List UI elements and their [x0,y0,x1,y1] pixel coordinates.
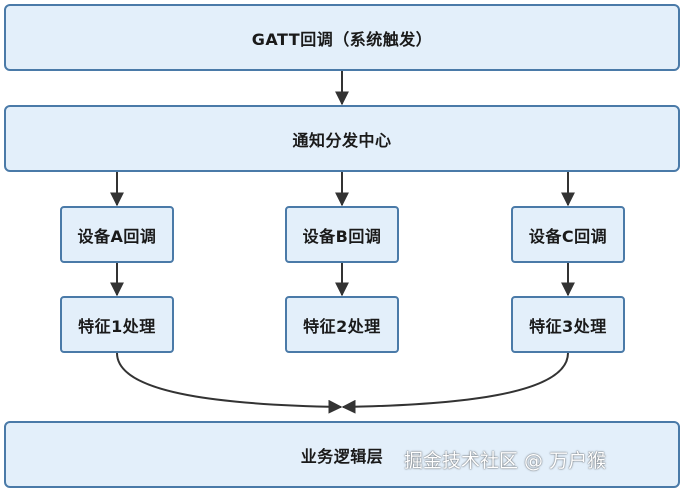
characteristic-3-handler-label: 特征3处理 [529,316,607,336]
gatt-callback-label: GATT回调（系统触发） [251,29,433,49]
characteristic-1-handler-node: 特征1处理 [60,296,174,353]
edge-char-3-to-business [341,352,569,414]
notification-dispatch-center-label: 通知分发中心 [292,130,392,150]
edge-char-1-to-business [116,352,343,414]
characteristic-2-handler-label: 特征2处理 [303,316,381,336]
device-c-callback-label: 设备C回调 [528,226,608,246]
notification-dispatch-center-node: 通知分发中心 [4,105,680,172]
device-b-callback-node: 设备B回调 [285,206,399,263]
characteristic-1-handler-label: 特征1处理 [78,316,156,336]
business-logic-layer-label: 业务逻辑层 [300,446,384,466]
characteristic-2-handler-node: 特征2处理 [285,296,399,353]
characteristic-3-handler-node: 特征3处理 [511,296,625,353]
watermark: 掘金技术社区 @ 万户猴 [404,450,607,472]
gatt-callback-node: GATT回调（系统触发） [4,4,680,71]
device-c-callback-node: 设备C回调 [511,206,625,263]
device-a-callback-node: 设备A回调 [60,206,174,263]
device-b-callback-label: 设备B回调 [302,226,382,246]
device-a-callback-label: 设备A回调 [77,226,157,246]
business-logic-layer-node: 业务逻辑层 [4,421,680,488]
